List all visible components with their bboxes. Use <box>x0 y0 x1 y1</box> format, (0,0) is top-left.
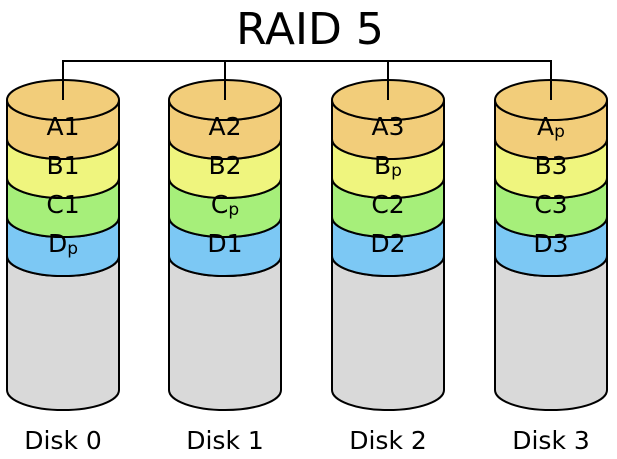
block-number: 3 <box>552 151 568 180</box>
parity-subscript: p <box>391 161 402 181</box>
disk-empty-space <box>6 255 120 411</box>
block-label-d: D2 <box>370 229 405 258</box>
block-label-a: Ap <box>537 112 565 142</box>
disk-label: Disk 1 <box>186 426 264 455</box>
parity-subscript: p <box>67 239 78 259</box>
block-label-b: B1 <box>46 151 79 180</box>
block-label-a: A3 <box>371 112 404 141</box>
block-letter: D <box>48 229 67 258</box>
block-label-c: C2 <box>371 190 404 219</box>
block-letter: B <box>374 151 391 180</box>
block-letter: B <box>46 151 63 180</box>
block-number: 2 <box>226 151 242 180</box>
block-number: 1 <box>64 112 80 141</box>
block-letter: B <box>208 151 225 180</box>
disk-empty-space <box>168 255 282 411</box>
block-label-d: Dp <box>48 229 78 259</box>
block-letter: D <box>207 229 226 258</box>
block-label-b: B2 <box>208 151 241 180</box>
block-label-b: B3 <box>534 151 567 180</box>
block-number: 3 <box>553 229 569 258</box>
block-number: 2 <box>226 112 242 141</box>
block-label-d: D3 <box>533 229 568 258</box>
disk-label: Disk 2 <box>349 426 427 455</box>
block-letter: A <box>46 112 63 141</box>
parity-subscript: p <box>554 122 565 142</box>
block-letter: D <box>533 229 552 258</box>
block-label-c: C1 <box>46 190 79 219</box>
block-letter: C <box>534 190 551 219</box>
block-label-a: A2 <box>208 112 241 141</box>
block-letter: C <box>46 190 63 219</box>
block-letter: C <box>371 190 388 219</box>
block-label-b: Bp <box>374 151 402 181</box>
block-number: 1 <box>64 151 80 180</box>
block-letter: A <box>208 112 225 141</box>
block-number: 1 <box>227 229 243 258</box>
block-number: 2 <box>389 190 405 219</box>
block-letter: A <box>371 112 388 141</box>
block-letter: A <box>537 112 554 141</box>
block-letter: D <box>370 229 389 258</box>
block-number: 3 <box>389 112 405 141</box>
block-label-d: D1 <box>207 229 242 258</box>
block-label-c: Cp <box>211 190 239 220</box>
diagram-title: RAID 5 <box>236 4 384 55</box>
block-letter: C <box>211 190 228 219</box>
parity-subscript: p <box>228 200 239 220</box>
block-letter: B <box>534 151 551 180</box>
disk-label: Disk 0 <box>24 426 102 455</box>
block-number: 3 <box>552 190 568 219</box>
block-number: 1 <box>64 190 80 219</box>
disk-empty-space <box>494 255 608 411</box>
disk-empty-space <box>331 255 445 411</box>
disk-label: Disk 3 <box>512 426 590 455</box>
block-label-c: C3 <box>534 190 567 219</box>
block-label-a: A1 <box>46 112 79 141</box>
controller-connectors <box>62 60 552 100</box>
block-number: 2 <box>390 229 406 258</box>
